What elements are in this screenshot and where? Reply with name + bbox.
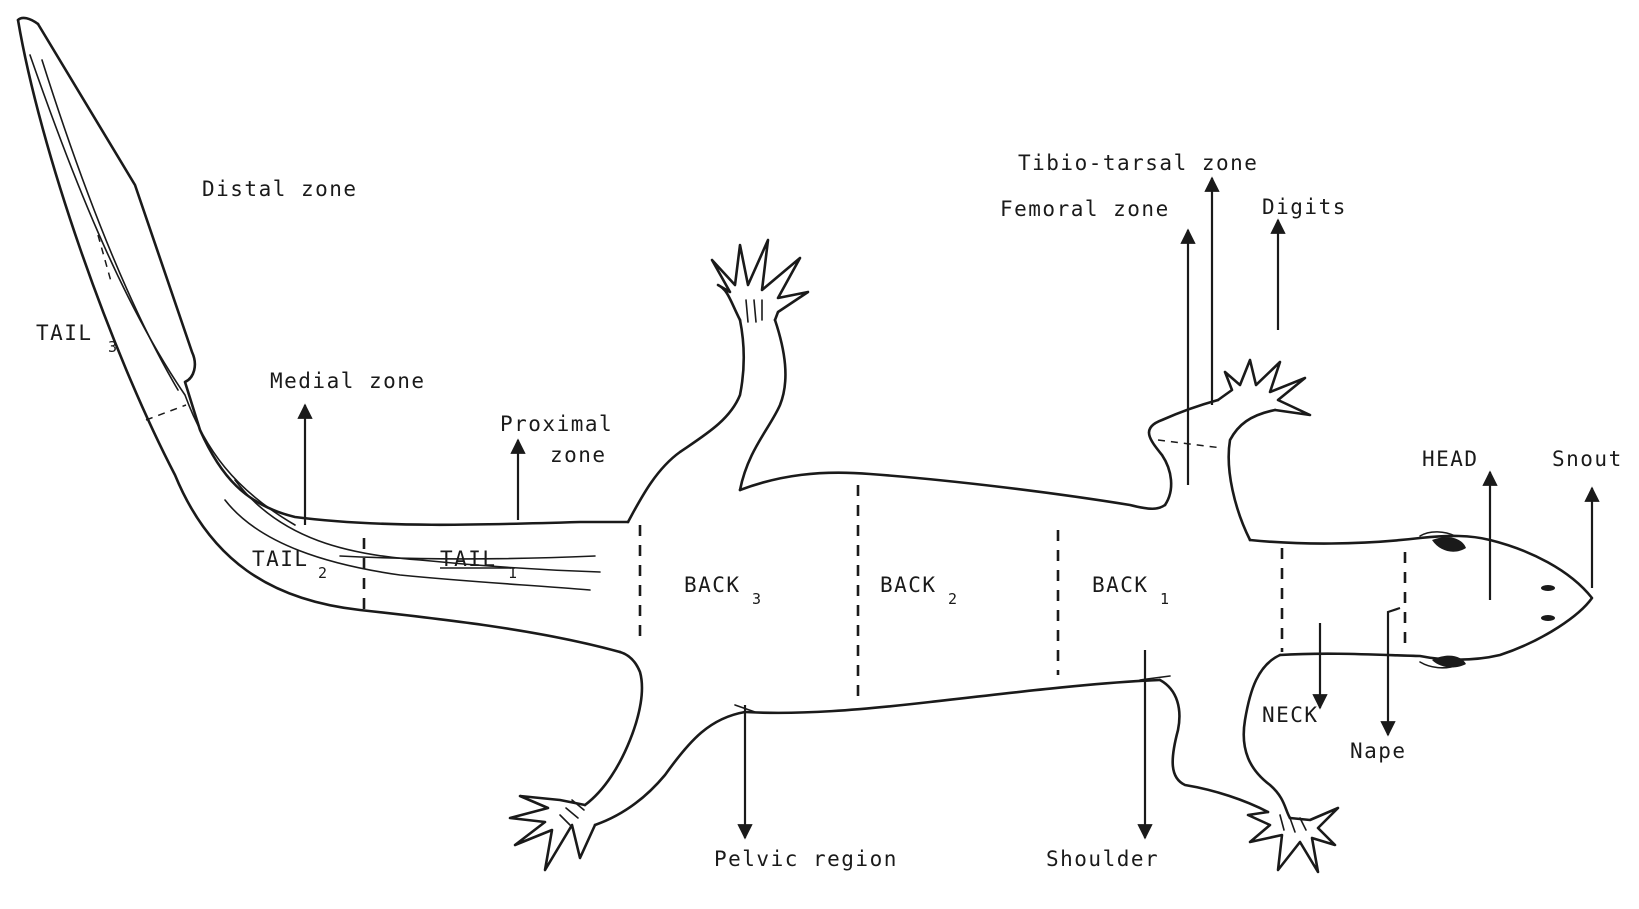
label-neck: NECK: [1262, 703, 1319, 727]
label-shoulder: Shoulder: [1046, 847, 1159, 871]
label-proximal-line1: Proximal: [500, 412, 613, 436]
label-tail2: TAIL: [252, 547, 309, 571]
label-back2: BACK: [880, 573, 937, 597]
label-femoral-zone: Femoral zone: [1000, 197, 1170, 221]
label-tail2-subscript: 2: [318, 564, 327, 582]
label-medial-zone: Medial zone: [270, 369, 426, 393]
tail-outline: [18, 18, 640, 652]
body-outline: [510, 240, 1592, 872]
label-pelvic-region: Pelvic region: [714, 847, 898, 871]
label-head: HEAD: [1422, 447, 1479, 471]
label-back3-subscript: 3: [752, 590, 761, 608]
label-digits: Digits: [1262, 195, 1347, 219]
label-tail3-subscript: 3: [108, 338, 117, 356]
label-tail3: TAIL: [36, 321, 93, 345]
label-tibio-tarsal-zone: Tibio-tarsal zone: [1018, 151, 1258, 175]
label-tail1-subscript: 1: [508, 564, 517, 582]
label-distal-zone: Distal zone: [202, 177, 358, 201]
nape-arrow: [1388, 608, 1400, 735]
label-back3: BACK: [684, 573, 741, 597]
label-snout: Snout: [1552, 447, 1623, 471]
label-back2-subscript: 2: [948, 590, 957, 608]
label-nape: Nape: [1350, 739, 1407, 763]
label-back1: BACK: [1092, 573, 1149, 597]
label-back1-subscript: 1: [1160, 590, 1169, 608]
label-proximal-line2: zone: [550, 443, 607, 467]
